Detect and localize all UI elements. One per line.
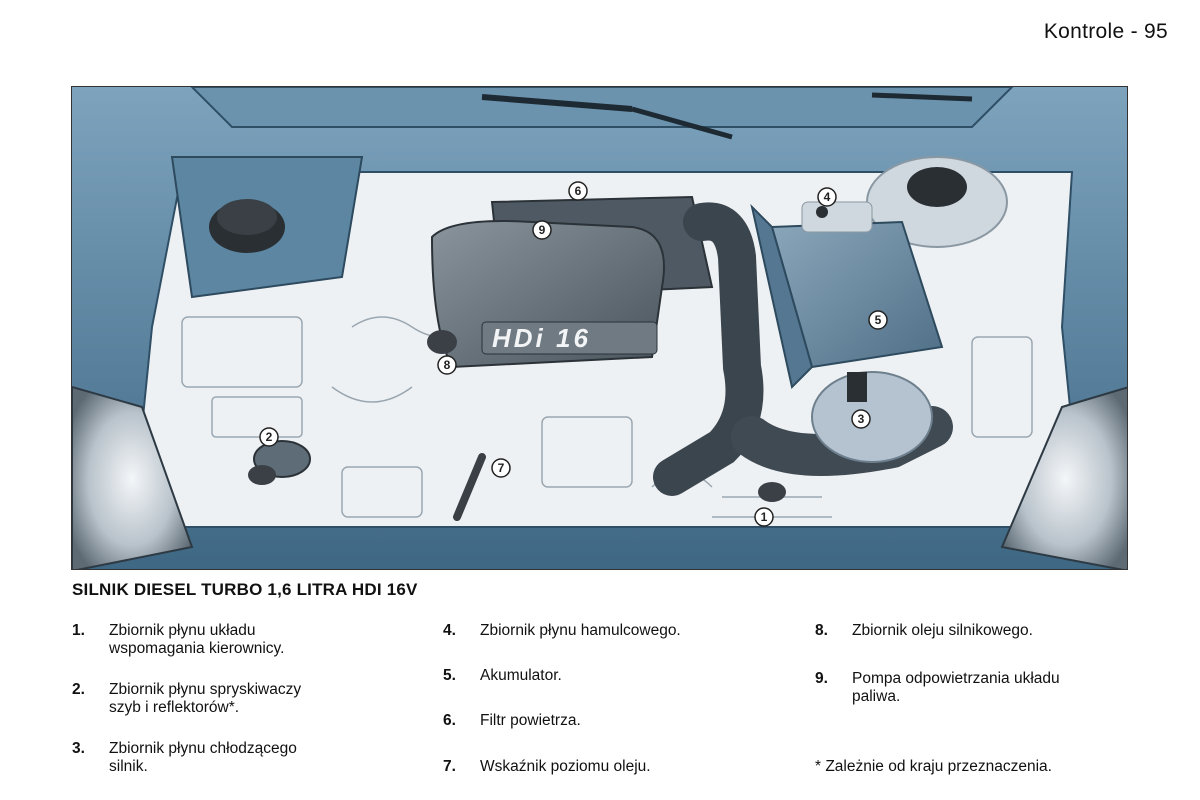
- svg-text:5: 5: [875, 313, 882, 327]
- legend-text: Akumulator.: [480, 667, 562, 684]
- callout-3: 3: [851, 409, 871, 429]
- legend-number: 4.: [443, 622, 456, 639]
- legend-text: Pompa odpowietrzania układu paliwa.: [852, 670, 1060, 705]
- page-header: Kontrole - 95: [1043, 20, 1168, 43]
- legend-text: Wskaźnik poziomu oleju.: [480, 758, 651, 775]
- legend-number: 7.: [443, 758, 456, 775]
- svg-text:9: 9: [539, 223, 546, 237]
- legend-text: Zbiornik płynu hamulcowego.: [480, 622, 681, 639]
- engine-bay-illustration: HDi 16 1 2 3: [71, 86, 1128, 570]
- svg-text:4: 4: [824, 190, 831, 204]
- svg-text:8: 8: [444, 358, 451, 372]
- hdi-badge: HDi 16: [492, 323, 591, 353]
- legend-number: 2.: [72, 681, 85, 698]
- callout-2: 2: [259, 427, 279, 447]
- svg-text:2: 2: [266, 430, 273, 444]
- legend-text: Zbiornik płynu chłodzącego silnik.: [109, 740, 297, 775]
- callout-7: 7: [491, 458, 511, 478]
- legend-number: 5.: [443, 667, 456, 684]
- callout-9: 9: [532, 220, 552, 240]
- legend-number: 3.: [72, 740, 85, 757]
- legend-number: 8.: [815, 622, 828, 639]
- engine-bay-drawing: HDi 16 1 2 3: [72, 87, 1127, 569]
- svg-text:1: 1: [761, 510, 768, 524]
- svg-text:6: 6: [575, 184, 582, 198]
- footnote: * Zależnie od kraju przeznaczenia.: [815, 758, 1052, 775]
- legend-number: 6.: [443, 712, 456, 729]
- legend-number: 1.: [72, 622, 85, 639]
- callout-4: 4: [817, 187, 837, 207]
- legend-text: Zbiornik płynu spryskiwaczy szyb i refle…: [109, 681, 302, 716]
- callout-1: 1: [754, 507, 774, 527]
- legend-number: 9.: [815, 670, 828, 687]
- section-title: SILNIK DIESEL TURBO 1,6 LITRA HDI 16V: [72, 580, 418, 599]
- callout-5: 5: [868, 310, 888, 330]
- svg-text:3: 3: [858, 412, 865, 426]
- callout-8: 8: [437, 355, 457, 375]
- legend-text: Zbiornik oleju silnikowego.: [852, 622, 1033, 639]
- callout-6: 6: [568, 181, 588, 201]
- svg-text:7: 7: [498, 461, 505, 475]
- legend-text: Zbiornik płynu układu wspomagania kierow…: [109, 622, 285, 657]
- legend-text: Filtr powietrza.: [480, 712, 581, 729]
